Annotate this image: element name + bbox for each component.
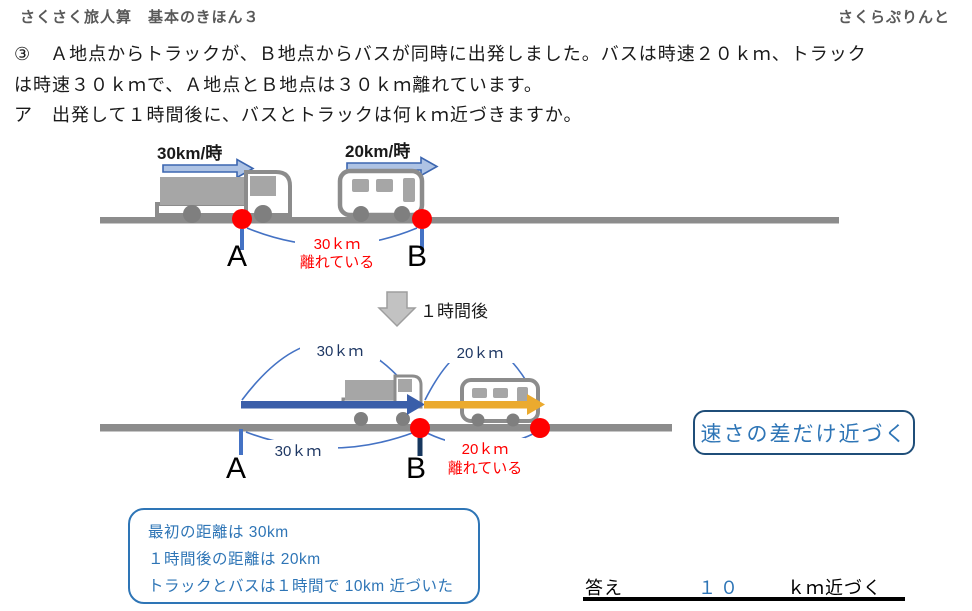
point-a-label-before: A — [227, 240, 248, 273]
problem-sub-question: ア 出発して１時間後に、バスとトラックは何ｋｍ近づきますか。 — [14, 105, 583, 125]
ab-distance-label-after: 30ｋｍ — [258, 440, 338, 461]
point-a-label-after: A — [226, 452, 247, 485]
distance-label-before: 30ｋｍ — [295, 233, 379, 254]
publisher-name: さくらぷりんと — [837, 9, 950, 26]
hint-callout-text: 速さの差だけ近づく — [700, 422, 908, 446]
point-a-dot-before — [232, 209, 252, 229]
hint-callout-box: 速さの差だけ近づく — [693, 410, 915, 455]
truck-travel-arrow — [241, 394, 425, 415]
answer-label: 答え — [585, 578, 623, 598]
problem-text-line2: は時速３０ｋｍで、Ａ地点とＢ地点は３０ｋｍ離れています。 — [14, 75, 543, 95]
gap-note-after: 離れている — [443, 457, 527, 478]
road-line-after — [100, 424, 672, 432]
bus-travel-label: 20ｋｍ — [440, 342, 520, 363]
down-arrow-icon — [377, 291, 417, 328]
point-b-label-before: B — [407, 240, 428, 273]
summary-line-conclusion: トラックとバスは１時間で 10km 近づいた — [148, 578, 454, 595]
point-b-label-after: B — [406, 452, 427, 485]
bus-position-dot-after — [530, 418, 550, 438]
problem-text-line1: ③ Ａ地点からトラックが、Ｂ地点からバスが同時に出発しました。バスは時速２０ｋｍ… — [14, 44, 867, 64]
bus-speed-label: 20km/時 — [345, 142, 411, 161]
transition-label: １時間後 — [420, 302, 488, 321]
summary-line-initial-distance: 最初の距離は 30km — [148, 524, 289, 541]
truck-travel-label: 30ｋｍ — [300, 340, 380, 361]
truck-speed-label: 30km/時 — [157, 144, 223, 163]
summary-line-after-distance: １時間後の距離は 20km — [148, 551, 321, 568]
bus-travel-arrow — [424, 394, 545, 415]
bus-icon — [337, 168, 425, 222]
truck-position-dot-after — [410, 418, 430, 438]
answer-value: １０ — [698, 578, 742, 598]
answer-underline — [583, 597, 905, 601]
point-b-dot-before — [412, 209, 432, 229]
distance-note-before: 離れている — [295, 251, 379, 272]
worksheet-title: さくさく旅人算 基本のきほん３ — [20, 9, 260, 26]
truck-icon — [155, 170, 292, 223]
answer-unit: ｋｍ近づく — [787, 578, 882, 598]
summary-box: 最初の距離は 30km １時間後の距離は 20km トラックとバスは１時間で 1… — [128, 508, 480, 604]
road-line-before — [100, 217, 839, 224]
gap-distance-label-after: 20ｋｍ — [445, 438, 525, 459]
